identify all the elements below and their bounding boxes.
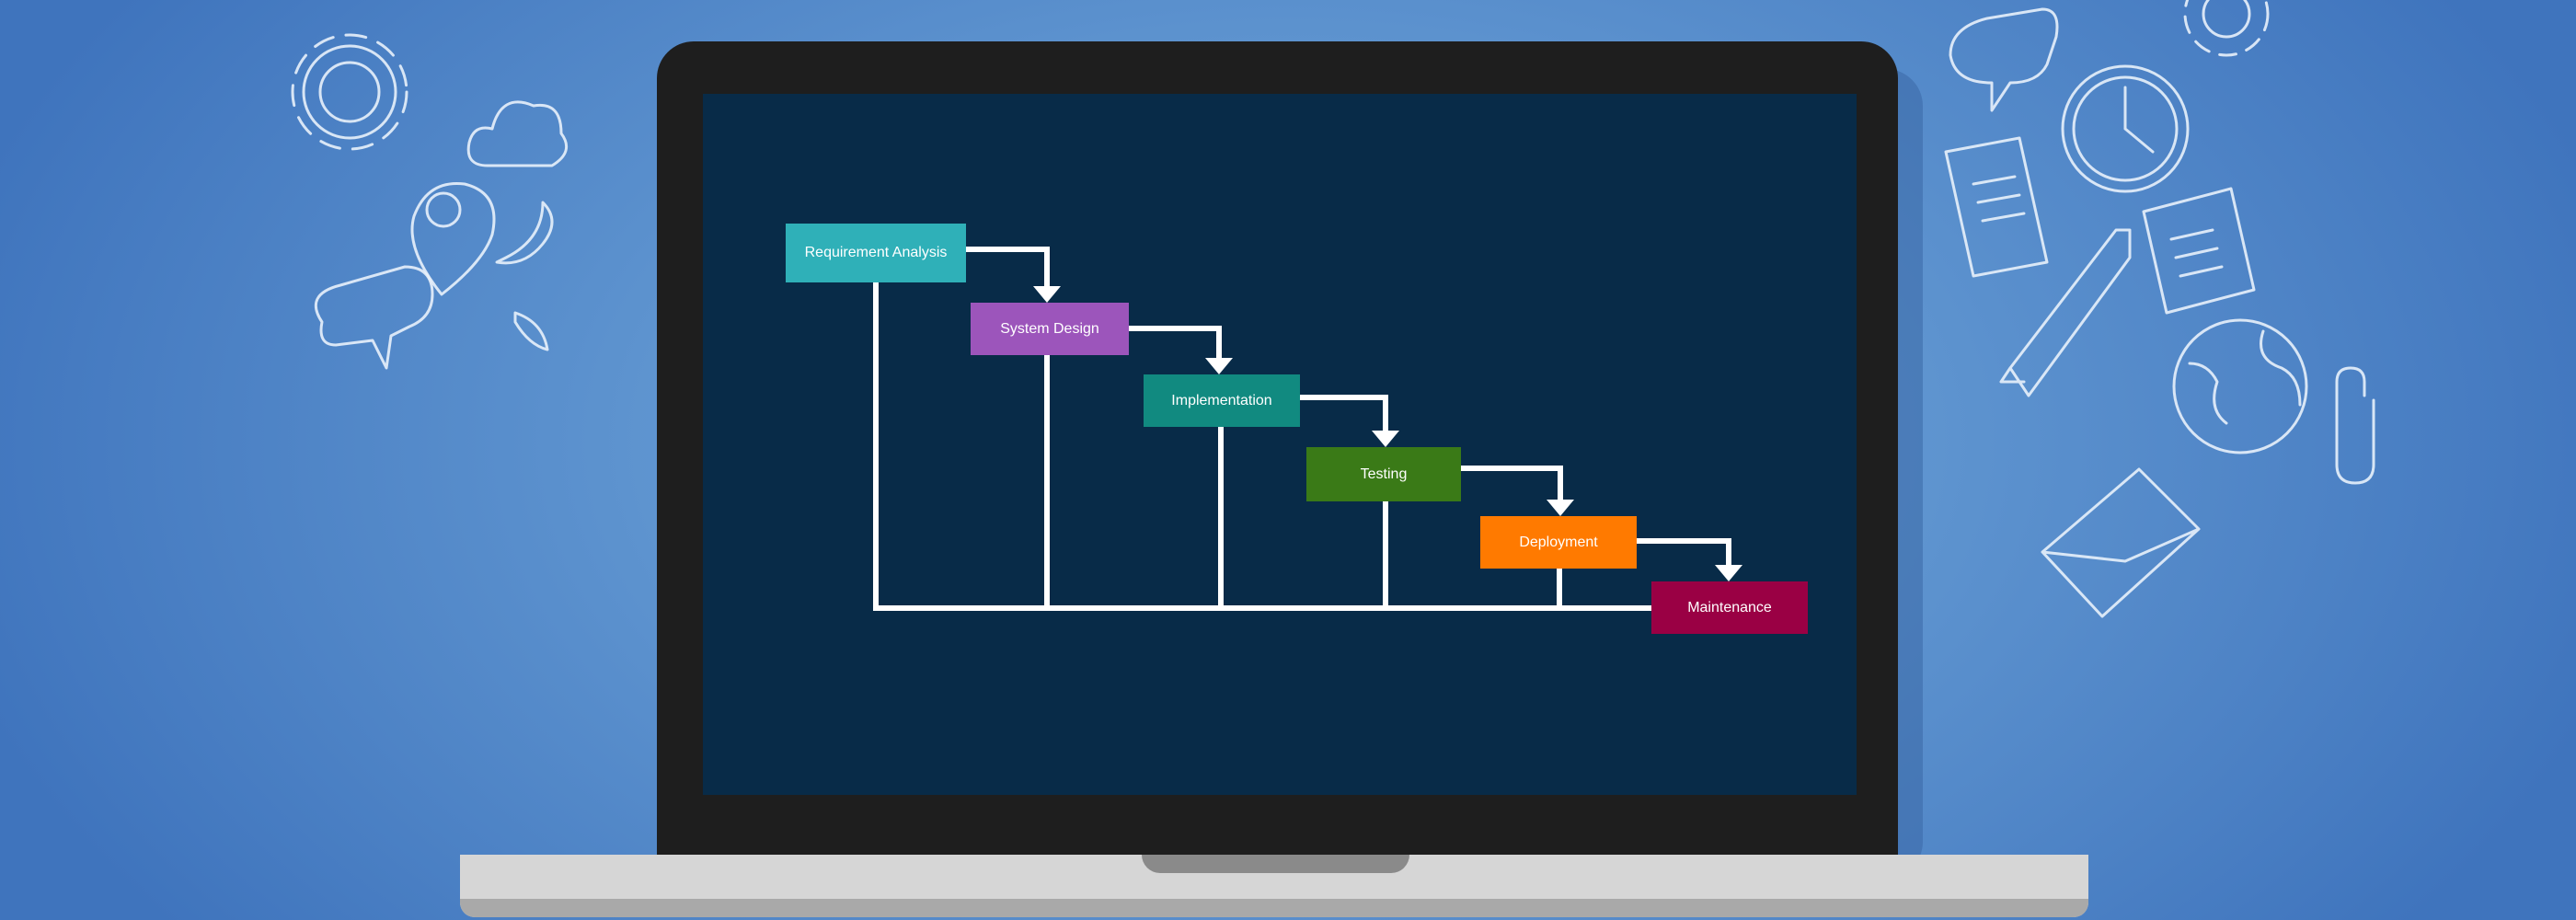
step-implementation: Implementation: [1144, 374, 1300, 427]
cloud-icon: [466, 100, 569, 167]
arrow-head: [1205, 358, 1233, 374]
step-label: Testing: [1360, 466, 1408, 482]
gear-icon: [2183, 0, 2270, 57]
clock-icon: [2061, 64, 2190, 193]
laptop-screen: [703, 94, 1857, 795]
pencil-icon: [1999, 228, 2132, 397]
gear-icon: [291, 33, 408, 151]
step-testing: Testing: [1306, 447, 1461, 501]
document-icon: [2142, 187, 2256, 315]
globe-icon: [2172, 318, 2308, 454]
return-line: [873, 282, 1651, 611]
envelope-icon: [2041, 467, 2201, 618]
step-label: Maintenance: [1687, 599, 1772, 615]
flow-arrow: [1300, 395, 1388, 432]
step-label: System Design: [1000, 320, 1099, 337]
laptop-notch: [1142, 855, 1409, 873]
arrow-head: [1547, 500, 1574, 516]
step-deployment: Deployment: [1480, 516, 1637, 569]
step-label: Deployment: [1519, 534, 1598, 550]
return-line: [1044, 355, 1562, 608]
paperclip-icon: [2335, 366, 2375, 485]
step-system-design: System Design: [971, 303, 1129, 355]
speech-bubble-icon: [314, 265, 434, 370]
location-pin-icon: [410, 181, 496, 296]
flow-arrow: [1637, 538, 1731, 567]
speech-bubble-icon: [1949, 7, 2059, 112]
arrow-head: [1372, 431, 1399, 447]
step-label: Requirement Analysis: [804, 245, 948, 260]
quote-icon: [495, 201, 554, 351]
flow-arrow: [1129, 326, 1222, 360]
laptop-base-edge: [460, 899, 2088, 917]
document-icon: [1944, 136, 2049, 278]
arrow-head: [1715, 565, 1742, 581]
step-requirement-analysis: Requirement Analysis: [786, 224, 966, 282]
flow-arrow: [966, 247, 1050, 288]
step-label: Implementation: [1171, 392, 1272, 408]
step-maintenance: Maintenance: [1651, 581, 1808, 634]
flow-arrow: [1461, 466, 1563, 501]
arrow-head: [1033, 286, 1061, 303]
